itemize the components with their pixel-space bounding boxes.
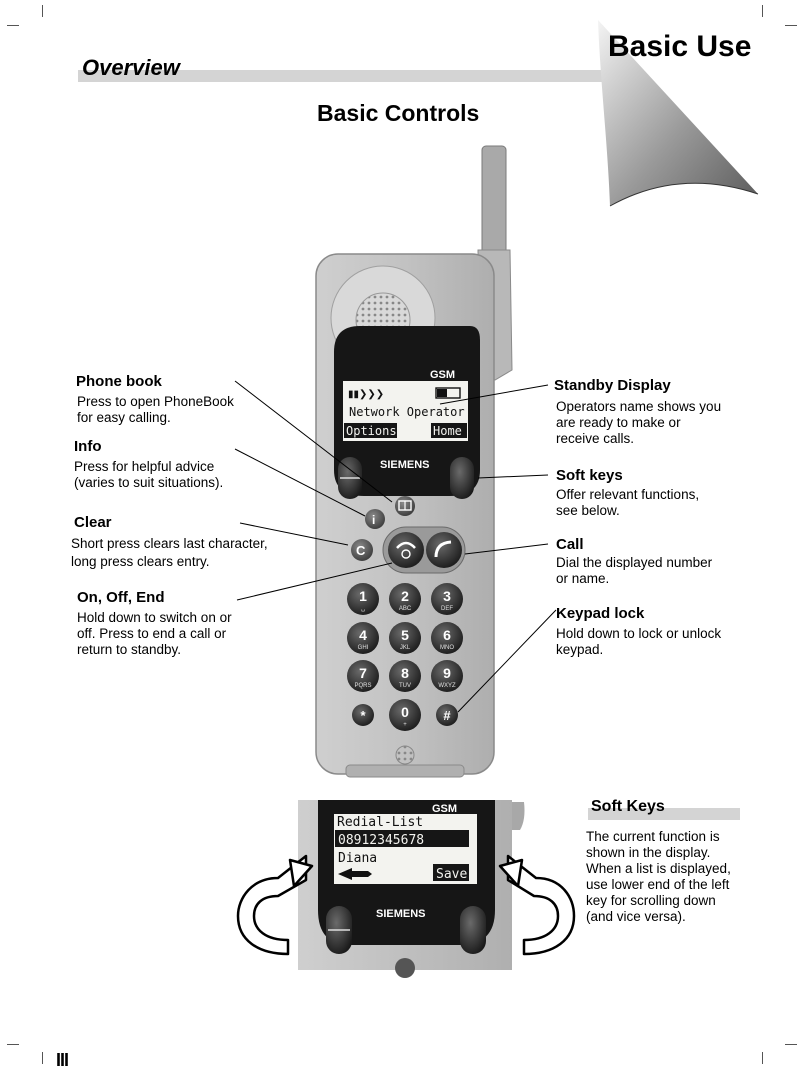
- keypad-key-4: [347, 622, 379, 654]
- clear-key: [351, 539, 373, 561]
- keypad-key-label: 3: [443, 588, 451, 604]
- phone-book-label: Phone book: [76, 373, 162, 390]
- crop-mark: [7, 25, 19, 26]
- keypad-key-letters: +: [403, 722, 407, 728]
- keypad-key-label: 0: [401, 704, 409, 720]
- crop-mark: [785, 25, 797, 26]
- keypad-key-letters: TUV: [399, 683, 411, 689]
- keypad-key-letters: DEF: [441, 606, 453, 612]
- header-bar: [78, 70, 638, 82]
- keypad-key-8: [389, 660, 421, 692]
- left-curved-arrow-icon: [236, 854, 308, 956]
- keypad-key-label: 6: [443, 627, 451, 643]
- section-title: Overview: [82, 55, 180, 80]
- keypad-key-label: 2: [401, 588, 409, 604]
- call-label: Call: [556, 536, 584, 553]
- crop-mark: [762, 1052, 763, 1064]
- soft-keys-label: Soft keys: [556, 467, 623, 484]
- lcd-operator: Network Operator: [349, 405, 465, 419]
- soft-keys-section-title: Soft Keys: [591, 798, 665, 815]
- crop-mark: [785, 1044, 797, 1045]
- keypad-key-label: 9: [443, 665, 451, 681]
- page-curl-graphic: [598, 20, 759, 207]
- keypad-key-5: [389, 622, 421, 654]
- battery-icon: [435, 387, 461, 399]
- detail-siemens-logo: SIEMENS: [376, 908, 426, 920]
- gsm-logo: GSM: [430, 369, 455, 381]
- info-desc: Press for helpful advice(varies to suit …: [74, 459, 224, 490]
- keypad-key-9: [431, 660, 463, 692]
- keypad-key-3: [431, 583, 463, 615]
- keypad-key-letters: GHI: [358, 645, 369, 651]
- keypad-key-7: [347, 660, 379, 692]
- soft-keys-section-desc: The current function is shown in the dis…: [586, 829, 731, 924]
- crop-mark: [762, 5, 763, 17]
- svg-text:C: C: [356, 543, 366, 558]
- keypad-key-letters: PQRS: [354, 683, 371, 689]
- keypad-key-2: [389, 583, 421, 615]
- detail-soft-key-right: [460, 906, 486, 954]
- detail-lcd-line1: Redial-List: [337, 815, 423, 830]
- detail-gsm-logo: GSM: [432, 803, 457, 815]
- scroll-arrow-icon: [338, 868, 372, 880]
- keypad-lock-label: Keypad lock: [556, 605, 645, 622]
- leader-lines: [234, 380, 557, 713]
- keypad-key-1: [347, 583, 379, 615]
- keypad-key-label: *: [360, 708, 366, 723]
- keypad-key-0: [389, 699, 421, 731]
- page-footer-mark: III: [56, 1050, 69, 1070]
- keypad-key-label: #: [443, 708, 451, 723]
- lcd-softkey-right: Home: [433, 424, 462, 438]
- detail-lcd-softkey-right: Save: [436, 867, 467, 882]
- chapter-title: Basic Use: [608, 30, 752, 63]
- crop-mark: [42, 1052, 43, 1064]
- on-off-end-label: On, Off, End: [77, 589, 165, 606]
- soft-keys-header-bar: [588, 808, 740, 820]
- standby-display-label: Standby Display: [554, 377, 671, 394]
- detail-phonebook-key: [395, 958, 415, 978]
- keypad-key-letters: MNO: [440, 645, 454, 651]
- soft-key-right: [450, 457, 474, 499]
- phone-bottom-rim: [345, 764, 465, 778]
- info-label: Info: [74, 438, 102, 455]
- keypad-key-letters: WXYZ: [438, 683, 456, 689]
- svg-text:i: i: [372, 513, 375, 527]
- keypad-key-star: [352, 704, 374, 726]
- keypad-key-6: [431, 622, 463, 654]
- microphone: [395, 745, 415, 765]
- info-key: [365, 509, 385, 529]
- crop-mark: [42, 5, 43, 17]
- right-curved-arrow-icon: [506, 854, 576, 956]
- keypad-key-hash: [436, 704, 458, 726]
- signal-indicator: ▮▮❯❯❯: [348, 389, 384, 400]
- page-title: Basic Controls: [317, 100, 480, 126]
- soft-keys-desc: Offer relevant functions,see below.: [556, 487, 700, 518]
- keypad-key-label: 7: [359, 665, 367, 681]
- clear-label: Clear: [74, 514, 112, 531]
- siemens-logo: SIEMENS: [380, 459, 430, 471]
- call-key: [426, 532, 462, 568]
- keypad-key-label: 5: [401, 627, 409, 643]
- keypad-key-label: 1: [359, 588, 367, 604]
- keypad-key-letters: JKL: [400, 645, 411, 651]
- keypad-key-letters: ␣: [361, 606, 365, 612]
- keypad-key-label: 8: [401, 665, 409, 681]
- keypad-key-label: 4: [359, 627, 367, 643]
- detail-antenna-base: [512, 802, 525, 830]
- crop-mark: [7, 1044, 19, 1045]
- clear-desc: Short press clears last character,long p…: [71, 536, 268, 569]
- keypad-key-letters: ABC: [399, 606, 412, 612]
- detail-lcd-line3: Diana: [338, 851, 377, 866]
- lcd-softkey-left: Options: [346, 424, 397, 438]
- detail-lcd-line2: 08912345678: [338, 833, 424, 848]
